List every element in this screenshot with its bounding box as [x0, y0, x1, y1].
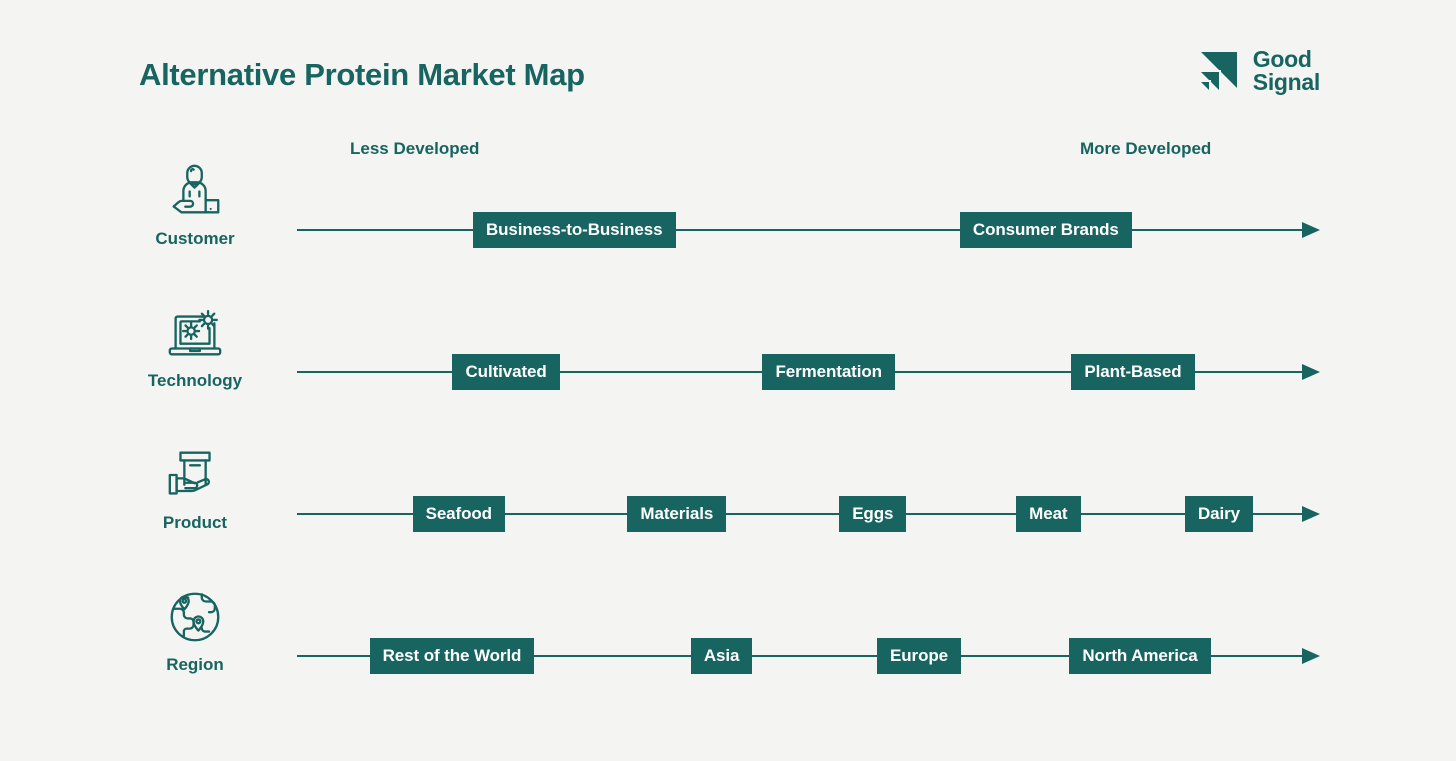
node-eggs[interactable]: Eggs [839, 496, 907, 532]
node-north-america[interactable]: North America [1069, 638, 1211, 674]
brand-logo: Good Signal [1195, 46, 1321, 96]
track-arrow-icon [1302, 506, 1320, 522]
signal-triangles-logo-icon [1198, 52, 1237, 93]
category-region: Region [120, 586, 270, 675]
category-label: Technology [147, 371, 243, 390]
node-europe[interactable]: Europe [877, 638, 961, 674]
node-rest-of-the-world[interactable]: Rest of the World [369, 638, 535, 674]
node-seafood[interactable]: Seafood [412, 496, 505, 532]
track-arrow-icon [1302, 222, 1320, 238]
category-technology: Technology [120, 302, 270, 391]
track-line [297, 513, 1306, 515]
customer-person-hand-icon [172, 164, 220, 214]
spectrum-track: Rest of the World Asia Europe North Amer… [297, 638, 1320, 674]
spectrum-track: Business-to-Business Consumer Brands [297, 212, 1320, 248]
brand-line-1: Good [1252, 46, 1312, 72]
track-line [297, 229, 1306, 231]
track-arrow-icon [1302, 364, 1320, 380]
spectrum-row-product: Product Seafood Materials Eggs Meat Dair… [0, 444, 1456, 584]
spectrum-row-customer: Customer Business-to-Business Consumer B… [0, 160, 1456, 300]
category-product: Product [120, 444, 270, 533]
node-dairy[interactable]: Dairy [1184, 496, 1253, 532]
spectrum-row-technology: Technology Cultivated Fermentation Plant… [0, 302, 1456, 442]
page-title: Alternative Protein Market Map [139, 57, 585, 92]
product-box-hand-icon [168, 451, 211, 495]
track-arrow-icon [1302, 648, 1320, 664]
region-globe-pins-icon [170, 592, 220, 642]
brand-wordmark: Good Signal [1252, 46, 1321, 96]
category-label: Customer [155, 229, 235, 248]
axis-label-less-developed: Less Developed [350, 139, 480, 158]
axis-label-more-developed: More Developed [1080, 139, 1212, 158]
track-line [297, 655, 1306, 657]
spectrum-track: Seafood Materials Eggs Meat Dairy [297, 496, 1320, 532]
brand-line-2: Signal [1252, 69, 1321, 96]
category-label: Product [162, 513, 228, 532]
node-fermentation[interactable]: Fermentation [762, 354, 895, 390]
category-customer: Customer [120, 160, 270, 249]
category-label: Region [166, 655, 224, 674]
node-business-to-business[interactable]: Business-to-Business [472, 212, 676, 248]
node-plant-based[interactable]: Plant-Based [1071, 354, 1195, 390]
spectrum-track: Cultivated Fermentation Plant-Based [297, 354, 1320, 390]
node-materials[interactable]: Materials [627, 496, 727, 532]
node-asia[interactable]: Asia [690, 638, 753, 674]
node-meat[interactable]: Meat [1016, 496, 1081, 532]
spectrum-row-region: Region Rest of the World Asia Europe Nor… [0, 586, 1456, 726]
node-cultivated[interactable]: Cultivated [452, 354, 560, 390]
node-consumer-brands[interactable]: Consumer Brands [959, 212, 1132, 248]
technology-laptop-gears-icon [168, 310, 222, 356]
